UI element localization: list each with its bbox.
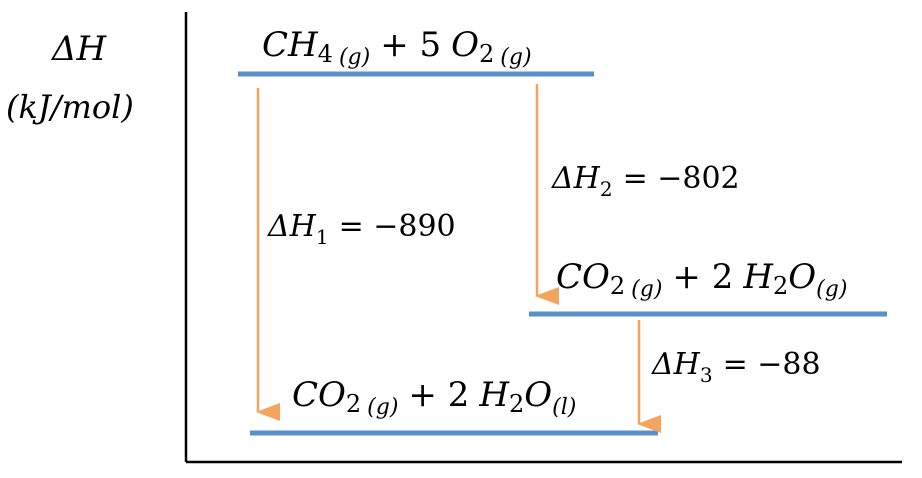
dh3-sub: 3 [700, 363, 713, 387]
intermediate-co: CO [556, 257, 610, 297]
label-dh3: ΔH3 = −88 [651, 347, 821, 387]
dh2-sub: 2 [600, 177, 613, 201]
dh1-eq: = −890 [339, 209, 456, 244]
intermediate-sub2a: 2 [610, 272, 625, 300]
products-state1: (g) [367, 395, 398, 420]
reactants-plus: + 5 [380, 25, 441, 65]
reactants-state2: (g) [500, 45, 531, 70]
reactants-sub2: 2 [479, 40, 494, 68]
intermediate-sub2b: 2 [773, 272, 788, 300]
dh3-symbol: ΔH [651, 347, 701, 382]
products-sub2a: 2 [346, 390, 361, 418]
intermediate-h: H [742, 257, 774, 297]
reactants-ch: CH [262, 25, 319, 65]
products-state2: (l) [552, 395, 576, 420]
label-dh2: ΔH2 = −802 [551, 161, 740, 201]
intermediate-plus: + 2 [672, 257, 733, 297]
products-plus: + 2 [408, 375, 469, 415]
dh2-symbol: ΔH [551, 161, 601, 196]
dh1-sub: 1 [316, 225, 329, 249]
axis-label-units: (kJ/mol) [6, 88, 134, 126]
label-dh1: ΔH1 = −890 [267, 209, 456, 249]
intermediate-o: O [788, 257, 816, 297]
reactants-o: O [451, 25, 479, 65]
products-h: H [478, 375, 510, 415]
products-sub2b: 2 [509, 390, 524, 418]
reactants-sub4: 4 [318, 40, 333, 68]
intermediate-state1: (g) [631, 277, 662, 302]
products-o: O [524, 375, 552, 415]
products-co: CO [292, 375, 346, 415]
dh3-eq: = −88 [723, 347, 821, 382]
reactants-state1: (g) [339, 45, 370, 70]
dh2-eq: = −802 [623, 161, 740, 196]
intermediate-state2: (g) [816, 277, 847, 302]
axis-label-delta-h: ΔH [50, 29, 108, 69]
dh1-symbol: ΔH [267, 209, 317, 244]
